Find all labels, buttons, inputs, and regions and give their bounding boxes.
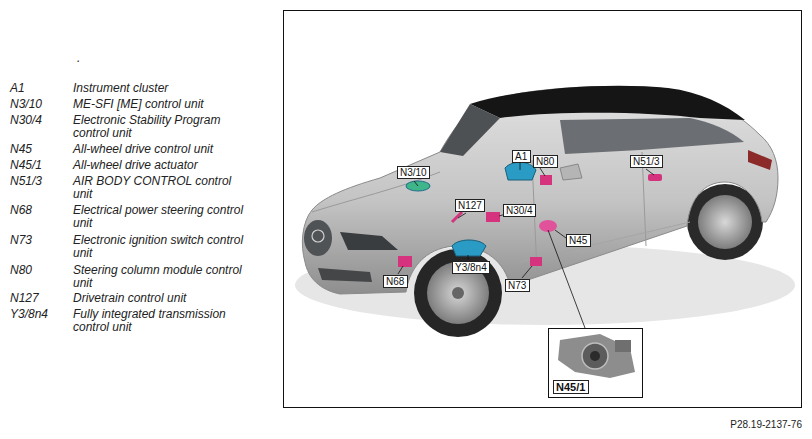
legend-code: N45 (10, 143, 70, 156)
n51-3-component (648, 174, 662, 181)
callout-tag: N30/4 (503, 204, 536, 217)
headlight (340, 232, 398, 250)
callout-tag: N51/3 (630, 155, 663, 168)
rear-rim (698, 195, 752, 249)
actuator-flange (582, 343, 608, 369)
legend-description: Drivetrain control unit (73, 292, 251, 305)
grille (304, 220, 332, 256)
figure-code: P28.19-2137-76 (730, 418, 802, 431)
callout-number: N68 (386, 276, 404, 287)
leader-line (522, 266, 532, 278)
callout-tag: N45/1 (553, 380, 589, 394)
n73-component (530, 257, 542, 266)
leader-line (646, 169, 654, 175)
legend-code: N45/1 (10, 159, 70, 172)
picture-frame (284, 11, 802, 408)
legend-description: All-wheel drive control unit (73, 143, 251, 156)
legend-code: N80 (10, 264, 70, 277)
leader-line (458, 213, 466, 218)
callout-tag: Y3/8n4 (452, 261, 490, 274)
legend-description: Electronic Stability Program control uni… (73, 114, 251, 140)
legend-code: N68 (10, 204, 70, 217)
callout-number: N30/4 (506, 205, 533, 216)
y3-8n4-component (452, 240, 486, 256)
grille-star (312, 230, 324, 242)
windshield (440, 104, 500, 156)
dot-mark: . (77, 52, 80, 65)
legend-description: Electronic ignition switch control unit (73, 234, 251, 260)
legend-code: N127 (10, 292, 70, 305)
wheel-hub (452, 287, 464, 299)
glass-roof (470, 86, 745, 120)
callout-number: N3/10 (400, 167, 427, 178)
callout-tag: A1 (512, 150, 531, 163)
callout-tag: N73 (505, 279, 530, 292)
legend-description: AIR BODY CONTROL control unit (73, 175, 251, 201)
leader-line (555, 230, 566, 238)
front-tyre (414, 249, 502, 337)
legend-description: Instrument cluster (73, 82, 251, 95)
n30-4-component (486, 212, 500, 222)
mirror (560, 164, 582, 180)
callout-number: N127 (458, 200, 482, 211)
legend-description: ME-SFI [ME] control unit (73, 98, 251, 111)
legend-code: N51/3 (10, 175, 70, 188)
callout-tag: N127 (455, 199, 485, 212)
actuator-housing (558, 334, 635, 378)
callout-tag: N68 (383, 275, 408, 288)
callout-tag: N45 (566, 234, 591, 247)
n127-component (452, 212, 462, 222)
leader-line (414, 181, 418, 186)
front-rim (427, 262, 489, 324)
legend-code: N30/4 (10, 114, 70, 127)
legend-description: All-wheel drive actuator (73, 159, 251, 172)
legend-description: Steering column module control unit (73, 264, 251, 290)
a1-component (505, 162, 536, 180)
callout-number: N45/1 (556, 381, 585, 393)
leader-line (398, 266, 403, 274)
callout-number: N45 (569, 235, 587, 246)
callout-number: N51/3 (633, 156, 660, 167)
car-body (302, 87, 778, 295)
n3-10-component (406, 181, 430, 191)
callout-number: N73 (508, 280, 526, 291)
legend-description: Electrical power steering control unit (73, 204, 251, 230)
n68-component (398, 256, 412, 267)
n80-component (540, 175, 552, 185)
leader-line (540, 168, 545, 176)
callout-number: Y3/8n4 (455, 262, 487, 273)
lower-intake (318, 268, 372, 282)
callout-tag: N80 (533, 155, 558, 168)
inset-frame (549, 329, 643, 398)
callout-number: N80 (536, 156, 554, 167)
legend-code: Y3/8n4 (10, 308, 70, 321)
legend-description: Fully integrated transmission control un… (73, 308, 251, 334)
actuator-motor (615, 340, 631, 352)
actuator-shaft (590, 351, 600, 361)
leader-line (468, 255, 469, 260)
leader-line (520, 163, 521, 170)
callout-tag: N3/10 (397, 166, 430, 179)
side-window (560, 118, 744, 154)
callout-number: A1 (515, 151, 527, 162)
legend-code: A1 (10, 82, 70, 95)
legend-code: N73 (10, 234, 70, 247)
legend-code: N3/10 (10, 98, 70, 111)
tail-light (748, 150, 772, 170)
